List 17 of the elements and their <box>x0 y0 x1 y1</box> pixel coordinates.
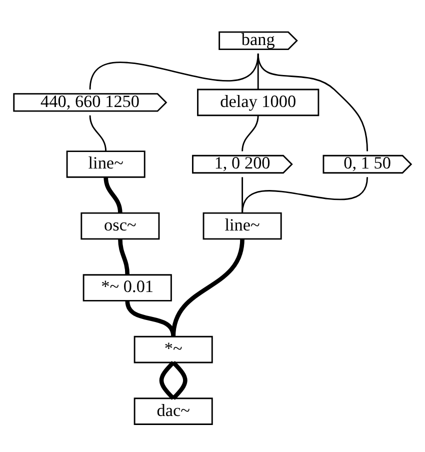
connector <box>242 177 368 214</box>
connector <box>104 177 122 214</box>
node-box: *~ <box>134 336 213 364</box>
connector <box>171 238 244 337</box>
node-box: line~ <box>66 150 146 178</box>
connector <box>159 360 175 400</box>
node-box: osc~ <box>80 212 160 240</box>
connector <box>118 238 130 275</box>
connector <box>242 177 244 214</box>
connector <box>242 115 259 152</box>
node-box: line~ <box>202 212 282 240</box>
node-box: *~ 0.01 <box>82 274 172 302</box>
connector <box>89 115 107 152</box>
node-box: dac~ <box>134 398 213 425</box>
connector <box>257 54 368 152</box>
connector <box>172 360 188 400</box>
node-box: delay 1000 <box>197 88 320 116</box>
